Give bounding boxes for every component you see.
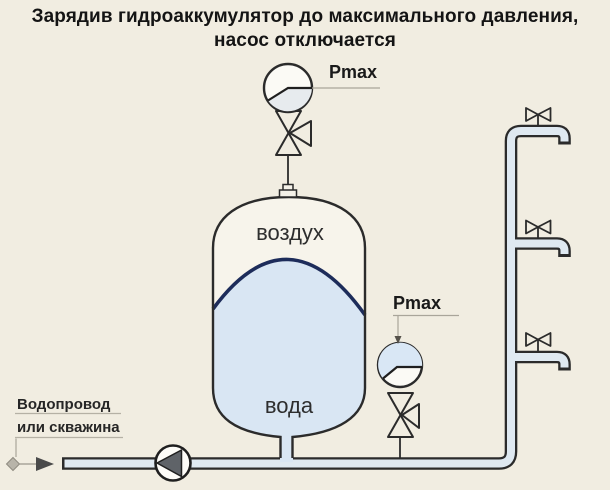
pump-icon — [154, 444, 192, 482]
tap-valve-icon — [525, 107, 552, 126]
water-chamber — [213, 259, 365, 462]
source-label-line-1: Водопровод — [17, 396, 111, 413]
tank-top-fitting-base — [278, 189, 298, 198]
flow-arrow-icon — [36, 457, 54, 471]
shutoff-valve-icon — [387, 392, 420, 438]
shutoff-valve-icon — [275, 110, 312, 156]
accumulator-tank — [211, 183, 367, 462]
gauge-top-label: Pmax — [329, 62, 378, 82]
gauge-side-leader-arrow-icon — [394, 336, 402, 344]
gauge-side-label: Pmax — [393, 293, 442, 313]
pressure-gauge-icon — [376, 341, 424, 389]
membrane — [211, 257, 367, 317]
gauge-side-assembly — [376, 314, 459, 459]
source-label-line-2: или скважина — [17, 419, 120, 436]
gauge-top-assembly — [262, 62, 380, 185]
tap-valve-icon — [525, 219, 552, 239]
pipe-network-interior — [64, 127, 569, 468]
source-diamond-icon — [5, 456, 21, 472]
diagram-title-line-1: Зарядив гидроаккумулятор до максимальног… — [31, 6, 579, 27]
inlet-flow-marker — [5, 412, 123, 472]
pressure-gauge-icon — [262, 62, 314, 114]
diagram-title-line-2: насос отключается — [214, 30, 396, 51]
tap-valve-icon — [525, 332, 552, 352]
faucet-icons — [525, 107, 552, 352]
tank-air-label: воздух — [256, 220, 324, 245]
tank-water-label: вода — [264, 393, 314, 418]
